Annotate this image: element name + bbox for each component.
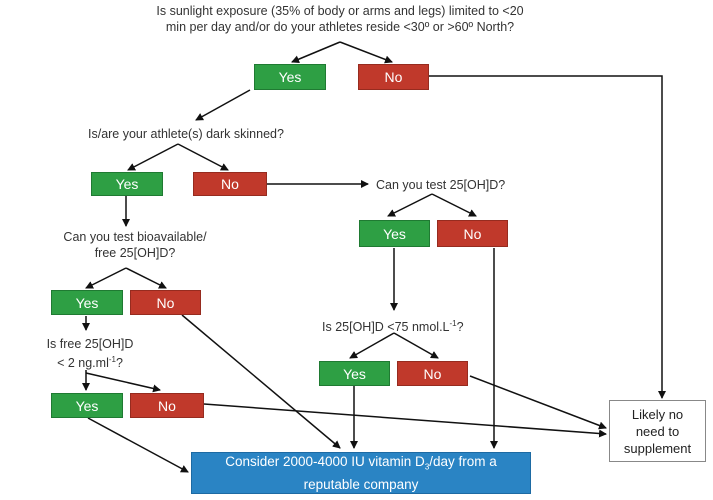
question-free-end: ? [115, 356, 123, 371]
question-test-25ohd: Can you test 25[OH]D? [376, 178, 506, 192]
question-dark-skinned: Is/are your athlete(s) dark skinned? [88, 127, 284, 141]
question-free-line2-text: < 2 ng.ml [57, 356, 109, 371]
q3-yes-box: Yes [359, 220, 430, 247]
arrow-q2-no [177, 143, 229, 171]
q1-no-box: No [358, 64, 429, 90]
arrow-q6no-outcome [203, 403, 607, 438]
q1-yes-box: Yes [254, 64, 326, 90]
arrow-q1-no [339, 41, 393, 64]
recommendation-line2: reputable company [303, 476, 419, 492]
recommendation-line1: Consider 2000-4000 IU vitamin D3/day fro… [225, 453, 497, 476]
question-free-line2: < 2 ng.ml-1? [30, 352, 150, 371]
recommendation-line1-pre: Consider 2000-4000 IU vitamin D [225, 454, 425, 470]
recommendation-line1-post: /day from a [429, 454, 497, 470]
q4-yes-box: Yes [51, 290, 123, 315]
no-supplement-line1: Likely no [631, 406, 684, 422]
question-test-bioavailable: Can you test bioavailable/ free 25[OH]D? [50, 229, 220, 261]
q5-no-box: No [397, 361, 468, 386]
question-sunlight-line1: Is sunlight exposure (35% of body or arm… [156, 4, 524, 18]
arrow-q1-yes [291, 41, 341, 63]
arrow-q6yes-final [87, 417, 189, 473]
arrow-q4-no [125, 267, 167, 289]
question-25ohd-text: Is 25[OH]D <75 nmol.L [322, 320, 450, 335]
arrow-q5-no [393, 332, 439, 359]
q6-yes-box: Yes [51, 393, 123, 418]
no-supplement-line2: need to [635, 423, 680, 439]
arrow-q6-no [85, 372, 161, 393]
recommendation-box: Consider 2000-4000 IU vitamin D3/day fro… [191, 452, 531, 494]
question-sunlight-line2: min per day and/or do your athletes resi… [165, 20, 515, 34]
q3-no-box: No [437, 220, 508, 247]
q2-yes-box: Yes [91, 172, 163, 196]
question-25ohd-sup: -1 [449, 319, 457, 328]
q6-no-box: No [130, 393, 204, 418]
question-bioavailable-line2: free 25[OH]D? [94, 246, 176, 260]
arrow-q2-yes [127, 143, 179, 171]
arrow-q5-yes [349, 332, 395, 359]
question-free-line1: Is free 25[OH]D [46, 337, 134, 351]
arrow-q1yes-q2 [195, 89, 251, 121]
question-free-25ohd: Is free 25[OH]D < 2 ng.ml-1? [30, 336, 150, 371]
arrow-q5no-outcome [469, 375, 607, 430]
arrow-q3-yes [387, 193, 433, 217]
arrow-q3-no [431, 193, 477, 217]
arrow-q4-yes [85, 267, 127, 289]
q4-no-box: No [130, 290, 201, 315]
question-bioavailable-line1: Can you test bioavailable/ [63, 230, 207, 244]
no-supplement-box: Likely no need to supplement [609, 400, 706, 462]
q2-no-box: No [193, 172, 267, 196]
question-free-sup: -1 [108, 355, 116, 364]
arrow-q4no-final [181, 314, 341, 449]
no-supplement-line3: supplement [623, 440, 692, 456]
arrow-q1no-outcome [429, 75, 666, 399]
question-25ohd-end: ? [456, 320, 464, 335]
q5-yes-box: Yes [319, 361, 390, 386]
recommendation-sub: 3 [424, 462, 430, 472]
question-sunlight-exposure: Is sunlight exposure (35% of body or arm… [120, 3, 560, 35]
question-25ohd-threshold: Is 25[OH]D <75 nmol.L-1? [322, 316, 522, 335]
